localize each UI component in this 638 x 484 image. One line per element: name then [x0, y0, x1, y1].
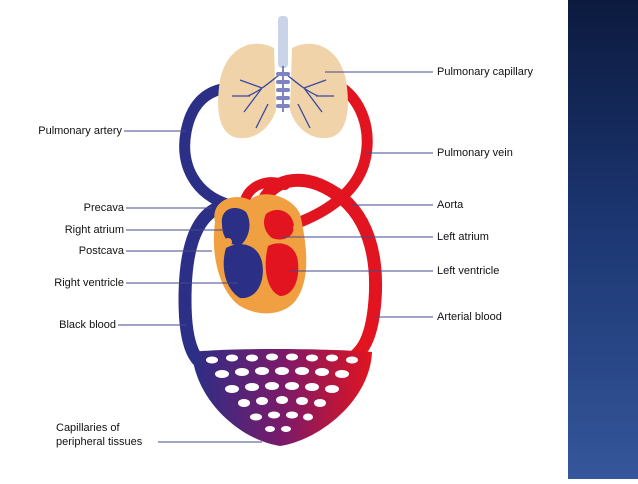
- left-atrium-chamber: [264, 210, 294, 240]
- heart-valve: [293, 224, 301, 232]
- heart: [213, 194, 307, 314]
- pulmonary-vein-vessel: [294, 79, 373, 228]
- heart-valve: [224, 238, 232, 246]
- label-precava: Precava: [83, 202, 124, 214]
- label-arterial-blood: Arterial blood: [437, 311, 502, 323]
- bronchial-rings: [276, 72, 290, 108]
- label-pulmonary-vein: Pulmonary vein: [437, 147, 513, 159]
- aorta-vessel: [255, 173, 383, 373]
- side-decor-panel: [568, 0, 638, 479]
- label-pulmonary-capillary: Pulmonary capillary: [437, 66, 533, 78]
- right-atrium-chamber: [221, 208, 250, 246]
- label-left-atrium: Left atrium: [437, 231, 489, 243]
- leader-lines: [118, 71, 433, 443]
- right-lung: [290, 43, 348, 139]
- aorta-arch-branch: [240, 177, 290, 205]
- trachea: [278, 16, 288, 68]
- label-peripheral-tissues: peripheral tissues: [56, 436, 143, 448]
- pulmonary-artery-vessel: [179, 82, 236, 211]
- lungs: [218, 16, 348, 139]
- label-aorta: Aorta: [437, 199, 464, 211]
- label-black-blood: Black blood: [59, 319, 116, 331]
- label-postcava: Postcava: [78, 245, 124, 257]
- label-pulmonary-artery: Pulmonary artery: [38, 125, 122, 137]
- label-right-ventricle: Right ventricle: [54, 277, 124, 289]
- label-left-ventricle: Left ventricle: [437, 265, 500, 277]
- right-ventricle-chamber: [223, 244, 263, 299]
- label-capillaries-of: Capillaries of: [56, 422, 120, 434]
- capillary-holes: [206, 353, 358, 432]
- label-right-atrium: Right atrium: [64, 224, 124, 236]
- left-lung: [218, 43, 276, 139]
- left-ventricle-chamber: [265, 243, 299, 296]
